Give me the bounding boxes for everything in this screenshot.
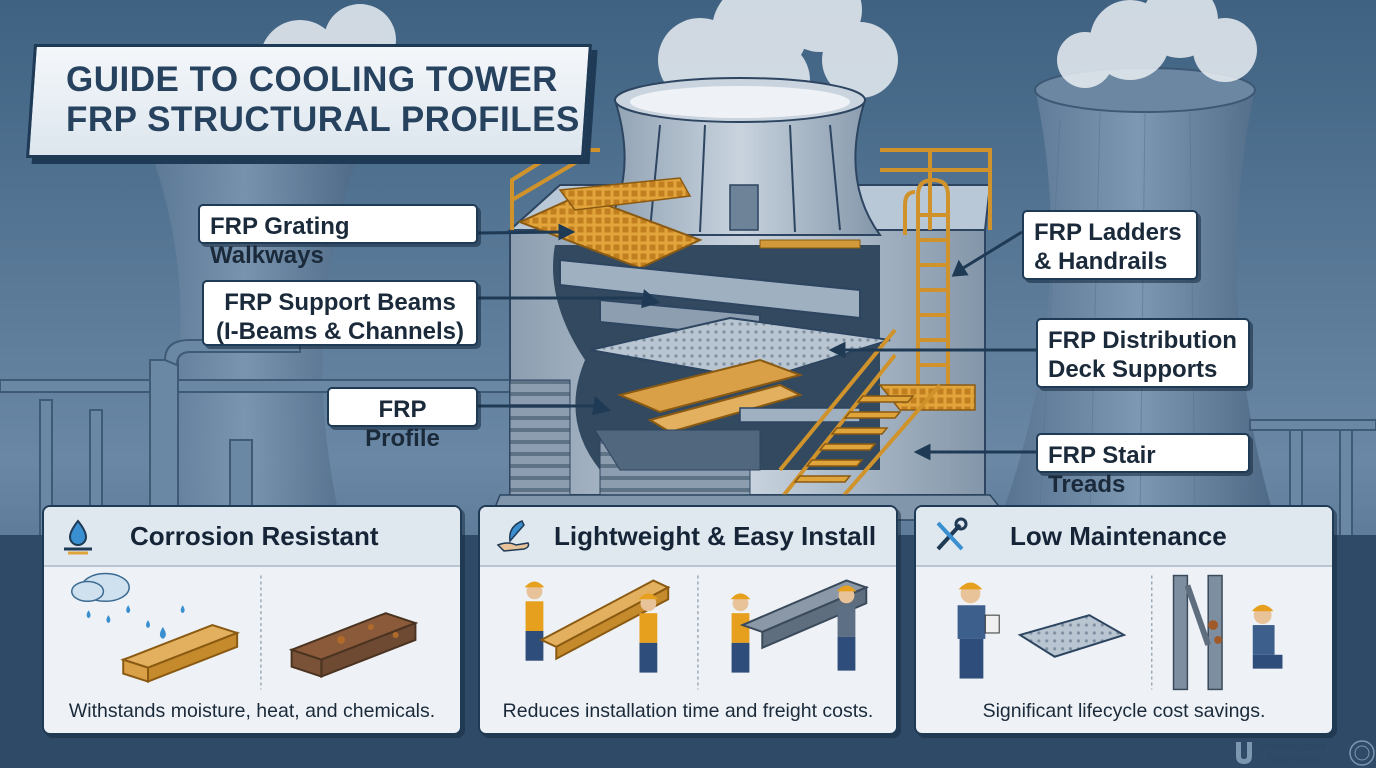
stair-treads bbox=[793, 395, 915, 483]
brand-line-1: Unicomposite bbox=[1259, 741, 1327, 753]
maintenance-illustration bbox=[957, 574, 1283, 691]
callout-grating-walkways: FRP Grating Walkways bbox=[198, 204, 478, 269]
worker-figure bbox=[1251, 604, 1283, 669]
callout-frp-profile: FRP Profile bbox=[327, 387, 478, 452]
brand-logo bbox=[1236, 740, 1375, 766]
callout-distribution-deck: FRP Distribution Deck Supports bbox=[1036, 318, 1250, 388]
worker-figure bbox=[730, 593, 751, 673]
brand-line-2: Technology bbox=[1265, 753, 1321, 765]
panel-caption: Withstands moisture, heat, and chemicals… bbox=[68, 700, 436, 722]
worker-figure bbox=[638, 593, 659, 673]
panel-caption: Significant lifecycle cost savings. bbox=[982, 700, 1266, 722]
callout-stair-treads: FRP Stair Treads bbox=[1036, 433, 1250, 498]
worker-figure bbox=[836, 585, 857, 671]
frp-grating-panel bbox=[1017, 614, 1127, 658]
panel-header bbox=[44, 507, 460, 567]
panel-caption: Reduces installation time and freight co… bbox=[502, 700, 874, 722]
title-line-2: FRP STRUCTURAL PROFILES bbox=[66, 100, 580, 139]
wrench-screwdriver-icon bbox=[936, 517, 968, 551]
title-line-1: GUIDE TO COOLING TOWER bbox=[66, 60, 558, 99]
panel-title: Low Maintenance bbox=[1010, 521, 1227, 551]
worker-figure bbox=[524, 581, 545, 661]
page-title: GUIDE TO COOLING TOWER FRP STRUCTURAL PR… bbox=[66, 60, 586, 140]
panel-title: Lightweight & Easy Install bbox=[554, 521, 877, 551]
panel-header bbox=[916, 507, 1332, 567]
water-drop-icon bbox=[64, 519, 92, 555]
callout-support-beams: FRP Support Beams (I-Beams & Channels) bbox=[202, 280, 478, 346]
left-cooling-tower bbox=[130, 150, 360, 560]
callout-ladders-handrails: FRP Ladders & Handrails bbox=[1022, 210, 1198, 280]
corrosion-illustration bbox=[70, 572, 419, 690]
worker-figure bbox=[957, 582, 1000, 679]
feather-hand-icon bbox=[496, 520, 530, 552]
panel-title: Corrosion Resistant bbox=[130, 521, 379, 551]
ladder bbox=[903, 177, 950, 390]
cooling-tower-cutaway bbox=[488, 77, 1012, 521]
callout-arrows bbox=[477, 223, 1036, 461]
fan-stack bbox=[598, 99, 882, 236]
brand-name: Unicomposite Technology bbox=[1252, 741, 1334, 765]
panel-corrosion-resistant: Corrosion Resistant Withstands moisture,… bbox=[42, 505, 462, 735]
panel-low-maintenance: Low Maintenance Significant lifecycle co… bbox=[914, 505, 1334, 735]
workers-carrying-beams-illustration bbox=[524, 575, 870, 690]
panel-header bbox=[480, 507, 896, 567]
right-cooling-tower bbox=[1000, 88, 1275, 520]
panel-lightweight-install: Lightweight & Easy Install Reduces insta… bbox=[478, 505, 898, 735]
